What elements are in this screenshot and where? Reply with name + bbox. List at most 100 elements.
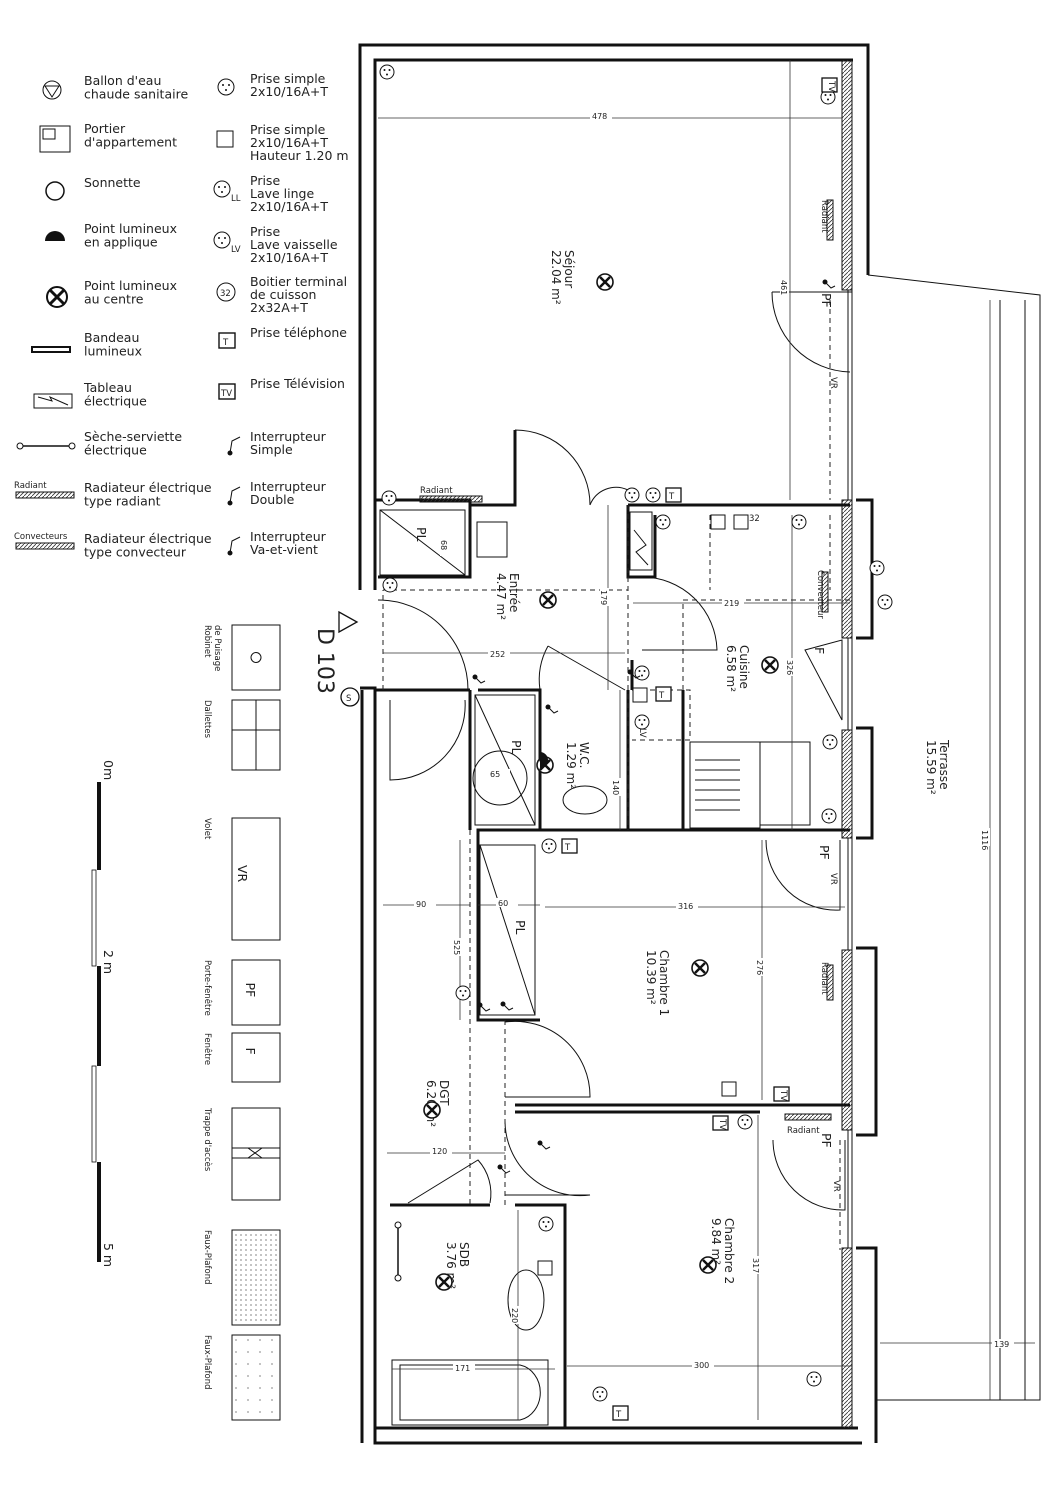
legend-bottom-item: Trappe d'accès: [202, 1107, 281, 1201]
outlet-icon: [791, 514, 807, 530]
outlet-icon: [381, 490, 397, 506]
legend-item: Sonnette: [45, 175, 141, 201]
legend-bottom-item: Faux-Plafond: [202, 1334, 281, 1421]
outlet-icon: [821, 808, 837, 824]
legend-label: Prise Télévision: [250, 376, 345, 391]
outlet-icon: [382, 577, 398, 593]
legend-tag: Radiant: [14, 481, 47, 491]
doors: [377, 291, 852, 1426]
heater-label: Convecteur: [815, 570, 825, 619]
dimension: 90: [383, 899, 470, 909]
room-area: 6.58 m²: [724, 645, 738, 692]
dimension: 140: [611, 690, 621, 830]
phone-outlet-icon: T: [655, 686, 672, 702]
tv-outlet-icon-label: TV: [778, 1089, 788, 1101]
phone-outlet-icon: [218, 332, 236, 349]
outlet-icon: [737, 1114, 753, 1130]
dimension-label: 316: [678, 902, 693, 911]
outlet-icon: [217, 78, 235, 96]
shutter-marker: VR: [828, 377, 838, 389]
outlet-icon: [592, 1386, 608, 1402]
dimension: 139: [880, 1339, 1035, 1349]
dimension: 65: [488, 769, 510, 779]
radiant-heater-icon: [15, 491, 75, 499]
outlet-high-icon: [710, 514, 726, 530]
dimension-label: 60: [498, 899, 508, 908]
room-name: Chambre 2: [722, 1218, 736, 1284]
ceiling-light-icon: [761, 656, 779, 674]
closet-marker-label: PL: [414, 527, 429, 542]
outlet-icon: [645, 487, 661, 503]
two-way-switch-icon: [227, 536, 241, 556]
tv-outlet-icon-label: TV: [717, 1118, 727, 1130]
outlet-icon: [869, 560, 885, 576]
closet-marker: PL: [509, 740, 524, 755]
tv-outlet-icon: TV: [821, 77, 838, 93]
scale-label-0: 0m: [101, 760, 116, 780]
outlet-high-icon: [216, 130, 234, 148]
dimension-label: 1116: [980, 830, 989, 850]
ceiling-light-icon: [435, 1273, 453, 1291]
dimension: 60: [478, 898, 540, 908]
outlet-icon: [541, 838, 557, 854]
dimension-label: 179: [599, 590, 608, 605]
cooker-terminal-icon: [216, 282, 236, 302]
legend-bottom-item: Faux-Plafond: [202, 1229, 281, 1326]
dimension-label: 525: [452, 940, 461, 955]
radiant-heater-icon: Radiant: [819, 199, 834, 241]
dimension-label: 171: [455, 1364, 470, 1373]
towel-dryer-icon: [394, 1221, 402, 1282]
radiant-heater-icon: Convecteur: [815, 570, 829, 619]
single-switch-icon: [227, 436, 241, 456]
dimension-label: 65: [490, 770, 500, 779]
dimension: 68: [439, 538, 449, 556]
french-window-marker-label: PF: [817, 845, 832, 860]
ceiling-light-icon: [596, 273, 614, 291]
legend-label: Trappe d'accès: [202, 1107, 213, 1172]
dimension-label: 68: [439, 540, 448, 550]
outlet-icon: [624, 487, 640, 503]
radiant-heater-icon: Radiant: [419, 486, 483, 503]
shutter-marker-label: VR: [828, 377, 838, 389]
dimension-label: 300: [694, 1361, 709, 1370]
phone-outlet-icon: T: [665, 487, 682, 503]
outlet-icon: [877, 594, 893, 610]
scale-label-2: 2 m: [101, 950, 116, 974]
heater-label: Radiant: [819, 200, 829, 233]
room-area: 15.59 m²: [924, 740, 938, 795]
legend-label: Volet: [202, 818, 212, 840]
dimension: 316: [545, 901, 845, 911]
room-name: Chambre 1: [657, 950, 671, 1016]
outlet-icon: [655, 514, 671, 530]
towel-dryer-icon: [16, 442, 76, 450]
dimension-label: 478: [592, 112, 607, 121]
double-switch-icon: [227, 486, 241, 506]
washing-machine-outlet-icon: [213, 180, 231, 198]
electrical-panel-icon: [33, 393, 73, 409]
dimension: 171: [392, 1363, 555, 1373]
closet-marker-label: PL: [513, 920, 528, 935]
